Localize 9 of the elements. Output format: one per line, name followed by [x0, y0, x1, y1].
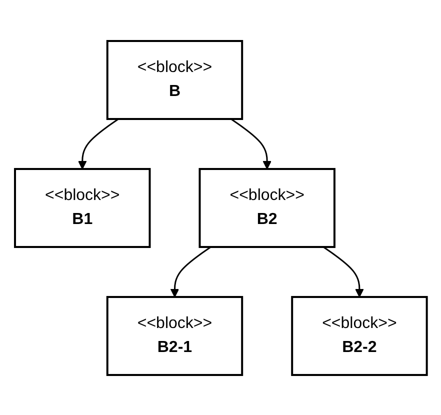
node-box: <<block>> B2-1: [106, 296, 243, 376]
node-box: <<block>> B2-2: [290, 296, 428, 376]
arrow: [78, 118, 118, 169]
node-box: <<block>> B: [106, 40, 243, 120]
arrow: [322, 246, 364, 297]
arrow: [170, 246, 211, 297]
node-box: <<block>> B2: [198, 168, 336, 248]
node-box: <<block>> B1: [14, 168, 150, 248]
arrow: [230, 118, 272, 169]
